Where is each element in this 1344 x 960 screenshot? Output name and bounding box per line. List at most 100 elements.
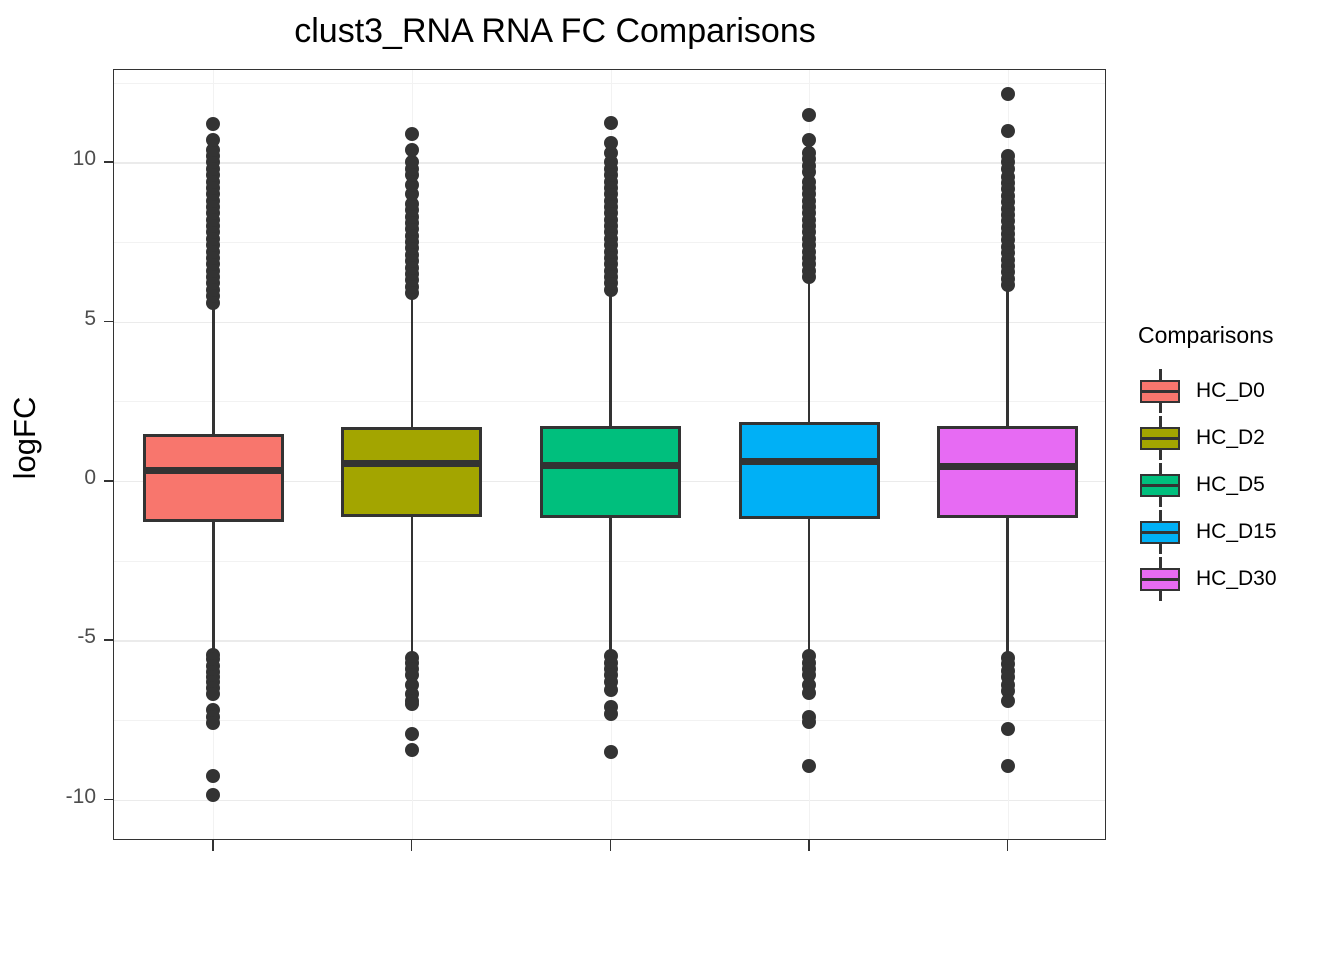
legend-key-swatch <box>1138 462 1182 507</box>
outlier-point <box>404 727 419 742</box>
outlier-point <box>802 145 817 160</box>
legend-item-HC_D30[interactable]: HC_D30 <box>1138 555 1338 602</box>
outlier-point <box>206 133 221 148</box>
outlier-point <box>206 787 221 802</box>
gridline-minor <box>114 82 1105 84</box>
legend-key-swatch <box>1138 556 1182 601</box>
outlier-point <box>206 687 221 702</box>
outlier-point <box>1000 693 1015 708</box>
legend-item-label: HC_D5 <box>1196 472 1265 496</box>
outlier-point <box>404 697 419 711</box>
outlier-point <box>802 759 817 774</box>
gridline-major <box>114 799 1105 802</box>
boxplot-HC_D15 <box>738 70 880 839</box>
whisker-upper <box>1006 286 1009 426</box>
median-line <box>738 458 880 466</box>
outlier-point <box>603 744 618 759</box>
x-tick-mark <box>609 840 612 851</box>
boxplot-HC_D0 <box>142 70 284 839</box>
box-iqr <box>142 434 284 522</box>
outlier-point <box>404 155 419 170</box>
boxplot-HC_D30 <box>937 70 1079 839</box>
box-iqr <box>738 422 880 519</box>
legend-key-median <box>1140 436 1180 440</box>
outlier-points <box>1000 70 1015 839</box>
whisker-upper <box>807 278 811 423</box>
outlier-point <box>603 115 618 130</box>
x-tick-mark <box>212 840 214 851</box>
outlier-point <box>603 706 618 721</box>
whisker-upper <box>410 294 414 427</box>
outlier-point <box>1000 722 1015 737</box>
whisker-upper <box>212 304 215 435</box>
whisker-lower <box>807 518 811 655</box>
x-tick-mark <box>808 840 810 851</box>
page-title: clust3_RNA RNA FC Comparisons <box>294 12 816 50</box>
legend-item-label: HC_D0 <box>1196 378 1265 402</box>
outlier-point <box>1000 149 1015 164</box>
legend-item-HC_D5[interactable]: HC_D5 <box>1138 461 1338 508</box>
y-tick-label: -10 <box>65 784 96 808</box>
legend-key-swatch <box>1138 415 1182 460</box>
legend-key-median <box>1140 530 1180 534</box>
y-tick-mark <box>104 479 113 482</box>
median-line <box>142 467 284 475</box>
boxplot-HC_D5 <box>540 70 681 839</box>
legend-item-label: HC_D30 <box>1196 566 1277 590</box>
legend-key-median <box>1140 483 1180 487</box>
legend-title: Comparisons <box>1138 322 1274 348</box>
plot-panel <box>113 69 1106 840</box>
outlier-points <box>206 70 221 839</box>
outlier-point <box>404 126 419 141</box>
whisker-upper <box>609 290 612 427</box>
legend-key-swatch <box>1138 509 1182 554</box>
outlier-point <box>206 117 221 132</box>
whisker-lower <box>1006 517 1009 657</box>
outlier-point <box>802 107 817 122</box>
box-iqr <box>341 426 483 517</box>
y-tick-label: 5 <box>84 306 96 330</box>
outlier-points <box>802 70 817 839</box>
y-tick-label: -5 <box>77 625 96 649</box>
outlier-point <box>404 142 419 157</box>
outlier-point <box>404 743 419 758</box>
outlier-point <box>1000 123 1015 138</box>
outlier-point <box>802 133 817 148</box>
median-line <box>937 462 1079 470</box>
whisker-lower <box>609 518 612 655</box>
outlier-points <box>603 70 618 839</box>
outlier-point <box>802 685 817 700</box>
outlier-point <box>1000 86 1015 101</box>
legend-item-HC_D0[interactable]: HC_D0 <box>1138 367 1338 414</box>
y-tick-mark <box>104 639 113 641</box>
x-tick-mark <box>410 840 413 851</box>
legend-key-median <box>1140 389 1180 393</box>
x-tick-mark <box>1006 840 1009 851</box>
y-tick-label: 0 <box>84 465 96 489</box>
box-iqr <box>540 426 681 519</box>
whisker-lower <box>410 516 414 655</box>
outlier-point <box>603 145 618 160</box>
median-line <box>341 459 483 467</box>
outlier-point <box>1000 759 1015 774</box>
legend-item-HC_D2[interactable]: HC_D2 <box>1138 414 1338 461</box>
boxplot-HC_D2 <box>341 70 483 839</box>
outlier-point <box>206 768 221 783</box>
y-tick-label: 10 <box>72 147 96 171</box>
y-tick-mark <box>104 798 113 801</box>
box-iqr <box>937 425 1079 518</box>
whisker-lower <box>212 521 215 650</box>
outlier-points <box>404 70 419 839</box>
median-line <box>540 461 681 469</box>
y-tick-mark <box>104 320 113 323</box>
legend-item-HC_D15[interactable]: HC_D15 <box>1138 508 1338 555</box>
legend-key-median <box>1140 577 1180 581</box>
outlier-point <box>802 714 817 729</box>
legend-key-swatch <box>1138 368 1182 413</box>
legend-item-label: HC_D2 <box>1196 425 1265 449</box>
y-tick-mark <box>104 161 113 163</box>
legend-item-label: HC_D15 <box>1196 519 1277 543</box>
